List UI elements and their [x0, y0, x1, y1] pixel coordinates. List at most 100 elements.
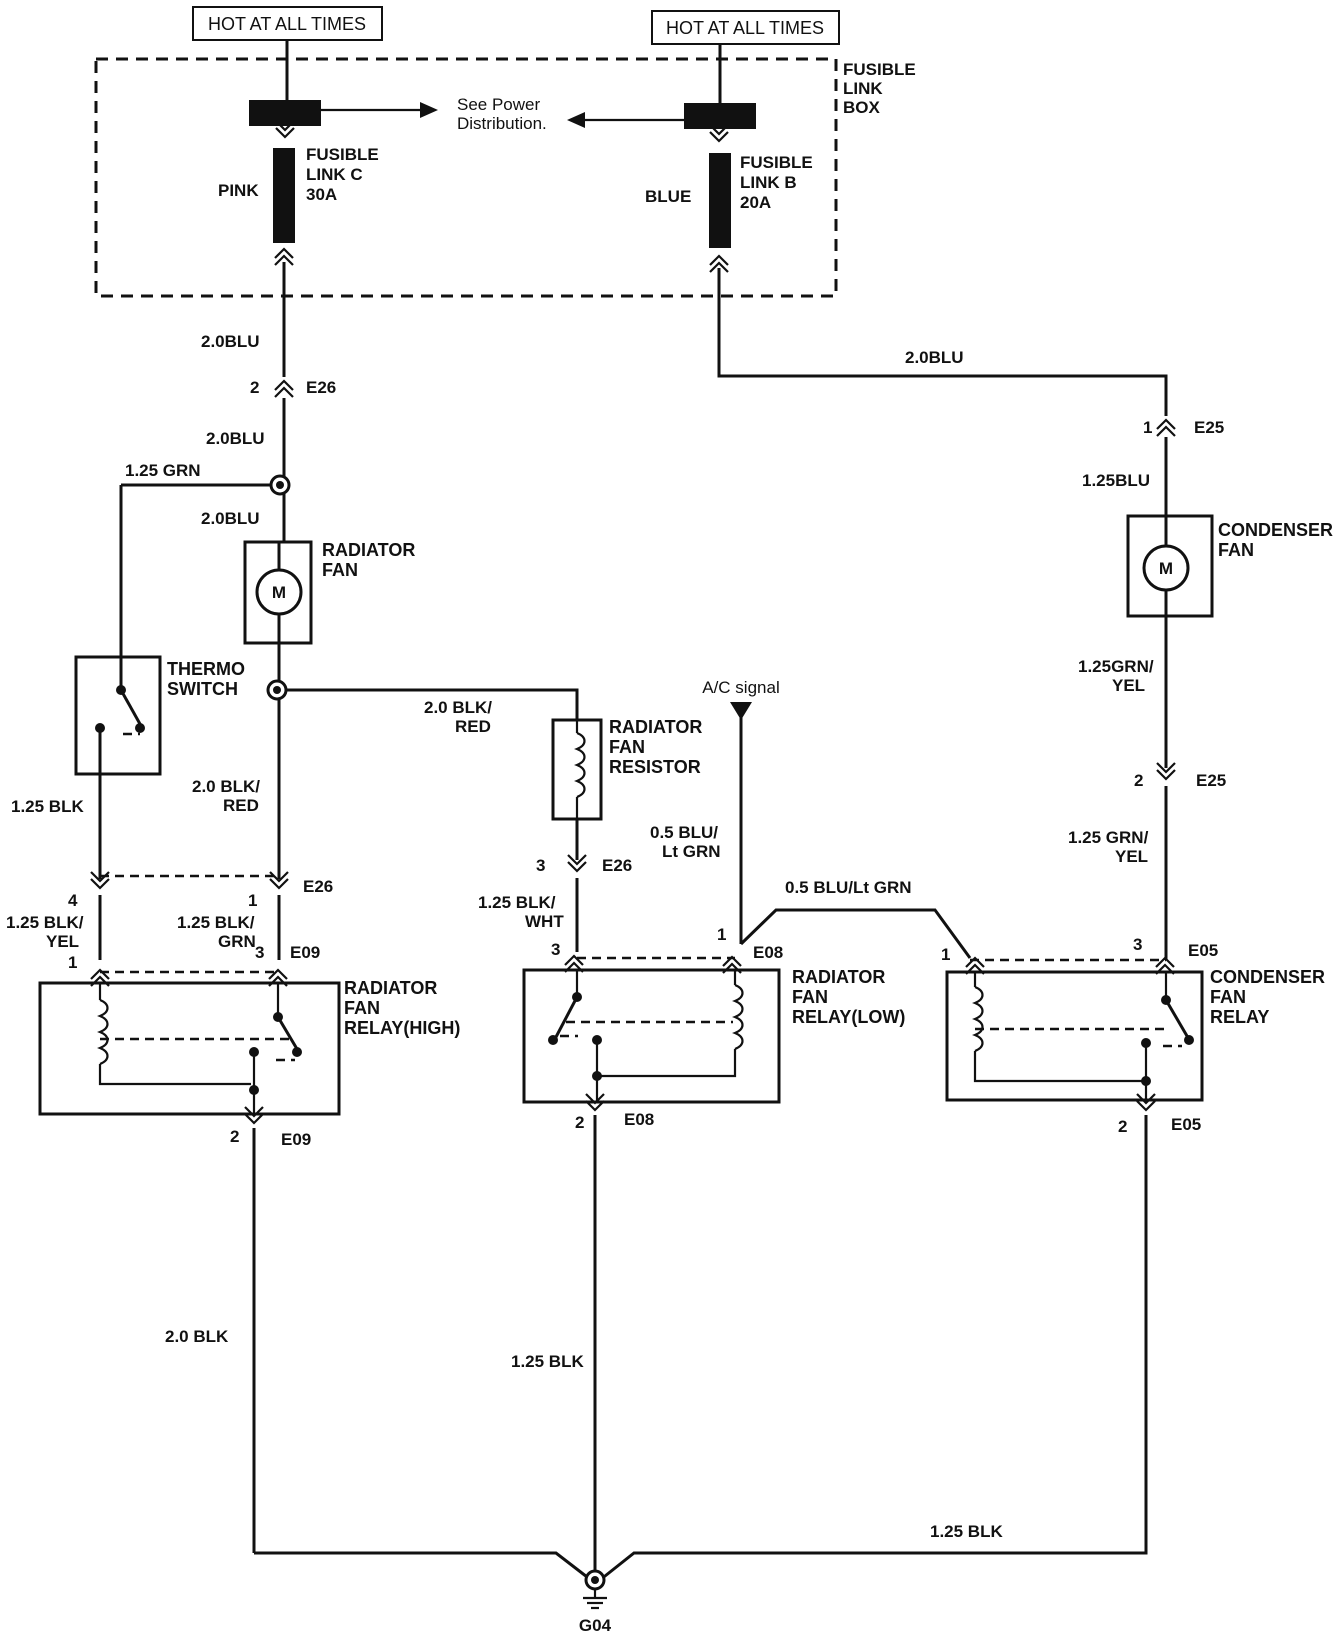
- svg-text:E25: E25: [1194, 418, 1224, 437]
- svg-text:Distribution.: Distribution.: [457, 114, 547, 133]
- fusible-link-c: [273, 148, 295, 243]
- svg-text:RED: RED: [455, 717, 491, 736]
- svg-text:2.0BLU: 2.0BLU: [201, 332, 260, 351]
- svg-text:SWITCH: SWITCH: [167, 679, 238, 699]
- hot-at-all-times-right: HOT AT ALL TIMES: [651, 10, 840, 45]
- svg-text:2: 2: [1134, 771, 1143, 790]
- svg-text:1.25 BLK: 1.25 BLK: [930, 1522, 1003, 1541]
- svg-text:PINK: PINK: [218, 181, 259, 200]
- svg-text:E05: E05: [1171, 1115, 1201, 1134]
- svg-text:2.0BLU: 2.0BLU: [905, 348, 964, 367]
- svg-text:LINK B: LINK B: [740, 173, 797, 192]
- svg-text:M: M: [272, 583, 286, 602]
- svg-text:3: 3: [255, 943, 264, 962]
- radiator-fan-relay-high: [38, 981, 341, 1116]
- svg-text:1.25 GRN/: 1.25 GRN/: [1068, 828, 1149, 847]
- svg-text:E09: E09: [281, 1130, 311, 1149]
- svg-text:FAN: FAN: [1218, 540, 1254, 560]
- svg-text:E08: E08: [624, 1110, 654, 1129]
- condenser-fan-relay: [945, 970, 1204, 1102]
- svg-text:1: 1: [717, 925, 726, 944]
- ground-g04: G04: [579, 1569, 612, 1635]
- svg-text:YEL: YEL: [1112, 676, 1145, 695]
- fusible-link-box: [94, 57, 838, 298]
- radiator-fan-relay-low: [522, 968, 781, 1104]
- svg-text:LINK: LINK: [843, 79, 883, 98]
- svg-text:FAN: FAN: [1210, 987, 1246, 1007]
- svg-text:E25: E25: [1196, 771, 1226, 790]
- svg-text:RESISTOR: RESISTOR: [609, 757, 701, 777]
- svg-text:FAN: FAN: [792, 987, 828, 1007]
- svg-text:FAN: FAN: [609, 737, 645, 757]
- svg-text:THERMO: THERMO: [167, 659, 245, 679]
- condenser-fan-box: [1126, 514, 1214, 618]
- svg-text:RADIATOR: RADIATOR: [322, 540, 415, 560]
- svg-text:2.0 BLK/: 2.0 BLK/: [424, 698, 492, 717]
- svg-text:E26: E26: [602, 856, 632, 875]
- svg-text:RELAY: RELAY: [1210, 1007, 1269, 1027]
- fusible-link-box-label: FUSIBLE LINK BOX: [843, 60, 916, 117]
- svg-text:1.25 GRN: 1.25 GRN: [125, 461, 201, 480]
- svg-text:LINK C: LINK C: [306, 165, 363, 184]
- svg-text:E08: E08: [753, 943, 783, 962]
- svg-text:1.25BLU: 1.25BLU: [1082, 471, 1150, 490]
- svg-text:RELAY(HIGH): RELAY(HIGH): [344, 1018, 460, 1038]
- svg-text:1.25 BLK/: 1.25 BLK/: [6, 913, 84, 932]
- svg-text:FUSIBLE: FUSIBLE: [306, 145, 379, 164]
- svg-text:1: 1: [68, 953, 77, 972]
- svg-text:HOT AT ALL TIMES: HOT AT ALL TIMES: [208, 14, 366, 34]
- svg-text:2: 2: [1118, 1117, 1127, 1136]
- svg-text:M: M: [1159, 559, 1173, 578]
- svg-text:RADIATOR: RADIATOR: [609, 717, 702, 737]
- svg-text:BLUE: BLUE: [645, 187, 691, 206]
- svg-text:RADIATOR: RADIATOR: [792, 967, 885, 987]
- svg-text:0.5 BLU/: 0.5 BLU/: [650, 823, 718, 842]
- svg-text:1: 1: [248, 891, 257, 910]
- svg-text:2: 2: [575, 1113, 584, 1132]
- svg-text:2.0 BLK/: 2.0 BLK/: [192, 777, 260, 796]
- svg-text:2.0 BLK: 2.0 BLK: [165, 1327, 229, 1346]
- svg-text:Lt GRN: Lt GRN: [662, 842, 721, 861]
- svg-text:2: 2: [250, 378, 259, 397]
- svg-text:E26: E26: [306, 378, 336, 397]
- svg-text:3: 3: [536, 856, 545, 875]
- fusible-link-b: [709, 153, 731, 248]
- svg-text:1: 1: [941, 945, 950, 964]
- svg-text:20A: 20A: [740, 193, 771, 212]
- svg-text:GRN: GRN: [218, 932, 256, 951]
- svg-text:RELAY(LOW): RELAY(LOW): [792, 1007, 905, 1027]
- hot-at-all-times-left: HOT AT ALL TIMES: [192, 6, 383, 41]
- svg-text:YEL: YEL: [1115, 847, 1148, 866]
- fuse-block-left: [249, 100, 321, 126]
- svg-text:3: 3: [1133, 935, 1142, 954]
- thermo-switch: [74, 655, 162, 776]
- fuse-block-right: [684, 103, 756, 129]
- svg-text:3: 3: [551, 940, 560, 959]
- svg-text:FAN: FAN: [322, 560, 358, 580]
- svg-text:4: 4: [68, 891, 78, 910]
- svg-text:2: 2: [230, 1127, 239, 1146]
- svg-text:1: 1: [1143, 418, 1152, 437]
- svg-text:1.25 BLK: 1.25 BLK: [511, 1352, 584, 1371]
- svg-text:G04: G04: [579, 1616, 612, 1635]
- svg-text:RADIATOR: RADIATOR: [344, 978, 437, 998]
- svg-text:2.0BLU: 2.0BLU: [201, 509, 260, 528]
- svg-text:E09: E09: [290, 943, 320, 962]
- svg-text:2.0BLU: 2.0BLU: [206, 429, 265, 448]
- svg-text:HOT AT ALL TIMES: HOT AT ALL TIMES: [666, 18, 824, 38]
- svg-text:CONDENSER: CONDENSER: [1210, 967, 1325, 987]
- svg-text:WHT: WHT: [525, 912, 564, 931]
- svg-text:0.5 BLU/Lt GRN: 0.5 BLU/Lt GRN: [785, 878, 912, 897]
- svg-text:FUSIBLE: FUSIBLE: [843, 60, 916, 79]
- svg-text:1.25 BLK/: 1.25 BLK/: [478, 893, 556, 912]
- svg-text:E26: E26: [303, 877, 333, 896]
- svg-text:30A: 30A: [306, 185, 337, 204]
- svg-text:1.25GRN/: 1.25GRN/: [1078, 657, 1154, 676]
- svg-text:A/C signal: A/C signal: [702, 678, 779, 697]
- svg-text:E05: E05: [1188, 941, 1218, 960]
- svg-text:See Power: See Power: [457, 95, 540, 114]
- svg-text:CONDENSER: CONDENSER: [1218, 520, 1333, 540]
- svg-text:RED: RED: [223, 796, 259, 815]
- svg-text:FUSIBLE: FUSIBLE: [740, 153, 813, 172]
